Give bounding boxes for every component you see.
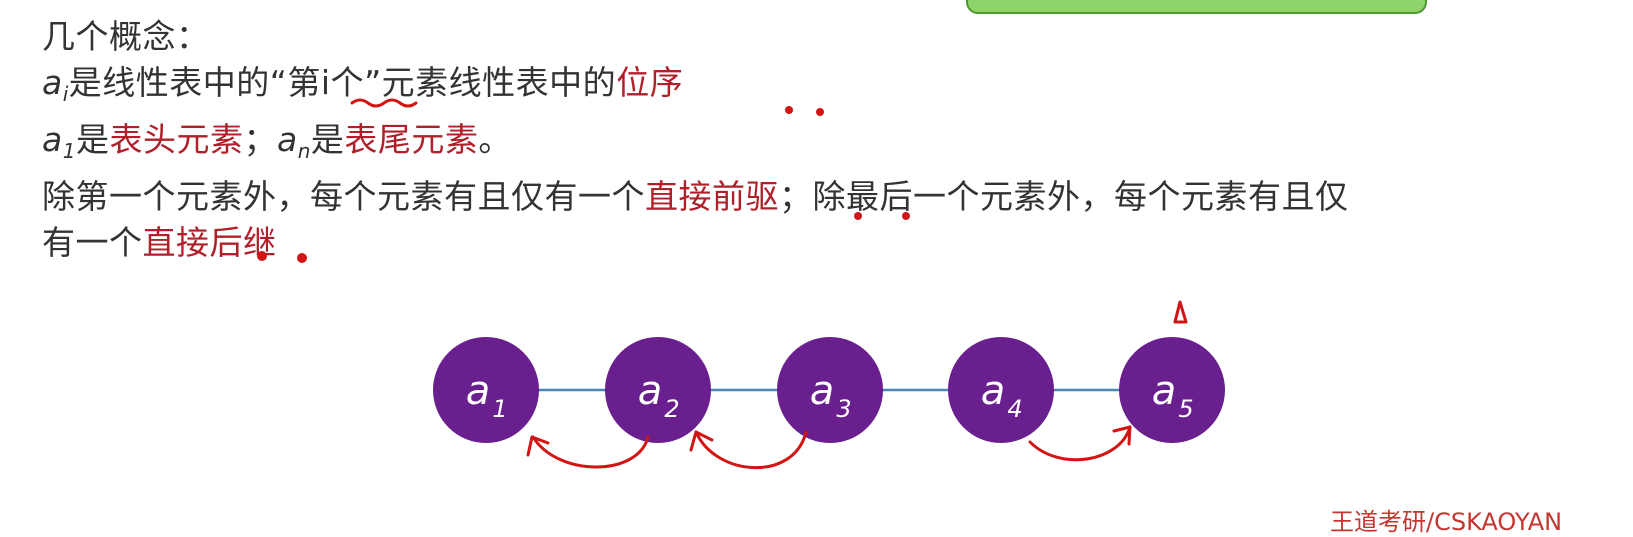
node-subscript: 1 xyxy=(492,395,507,423)
list-node-4: a 4 xyxy=(948,337,1054,443)
concept-text-block: 几个概念： ai是线性表中的“第i个”元素线性表中的位序 a1是表头元素；an是… xyxy=(42,14,1612,266)
footer-watermark: 王道考研/CSKAOYAN xyxy=(1330,508,1563,536)
term-biaotou: 表头元素 xyxy=(109,120,244,159)
node-circle xyxy=(948,337,1054,443)
line1-post: ”元素线性表中的 xyxy=(364,63,617,102)
line4-t1: 有一个 xyxy=(42,223,143,262)
term-zhijie-houji: 直接后继 xyxy=(142,223,277,262)
term-biaowei: 表尾元素 xyxy=(344,120,479,159)
node-circle xyxy=(433,337,539,443)
node-label: a xyxy=(1152,368,1177,414)
node-circle xyxy=(1119,337,1225,443)
node-circle xyxy=(777,337,883,443)
node-label: a xyxy=(466,368,491,414)
var-a-i: a xyxy=(42,63,63,102)
line1-underlined: 第i个 xyxy=(287,63,365,102)
list-node-3: a 3 xyxy=(777,337,883,443)
linked-list-diagram: a 1 a 2 a 3 a 4 a 5 xyxy=(433,337,1225,443)
term-zhijie-qianqu: 直接前驱 xyxy=(645,177,779,216)
line2-t2: ； xyxy=(243,120,277,159)
sub-n: n xyxy=(297,139,311,163)
concept-line-4: 有一个直接后继 xyxy=(42,220,1612,266)
line2-t3: 是 xyxy=(310,120,345,159)
node-circle xyxy=(605,337,711,443)
sub-i: i xyxy=(62,82,69,106)
list-node-2: a 2 xyxy=(605,337,711,443)
node-label: a xyxy=(638,368,663,414)
sub-1: 1 xyxy=(62,139,76,163)
list-node-1: a 1 xyxy=(433,337,539,443)
node-subscript: 3 xyxy=(836,395,851,423)
var-a-1: a xyxy=(42,120,63,159)
list-node-5: a 5 xyxy=(1119,337,1225,443)
concept-line-3: 除第一个元素外，每个元素有且仅有一个直接前驱；除最后一个元素外，每个元素有且仅 xyxy=(42,174,1612,220)
line1-pre: 是线性表中的“ xyxy=(68,63,288,102)
node-subscript: 5 xyxy=(1178,395,1193,423)
concept-line-1: ai是线性表中的“第i个”元素线性表中的位序 xyxy=(42,60,1612,117)
var-a-n: a xyxy=(276,120,298,159)
node-label: a xyxy=(810,368,835,414)
node-label: a xyxy=(981,368,1006,414)
term-weixu: 位序 xyxy=(616,63,684,102)
concepts-title: 几个概念： xyxy=(42,17,210,56)
line2-t1: 是 xyxy=(75,120,110,159)
node-subscript: 2 xyxy=(664,395,679,423)
line3-t1: 除第一个元素外，每个元素有且仅有一个 xyxy=(42,177,645,216)
line2-t4: 。 xyxy=(478,120,512,159)
concept-line-2: a1是表头元素；an是表尾元素。 xyxy=(42,117,1612,174)
node-subscript: 4 xyxy=(1007,395,1022,423)
line3-t2: ；除最后一个元素外，每个元素有且仅 xyxy=(779,177,1349,216)
